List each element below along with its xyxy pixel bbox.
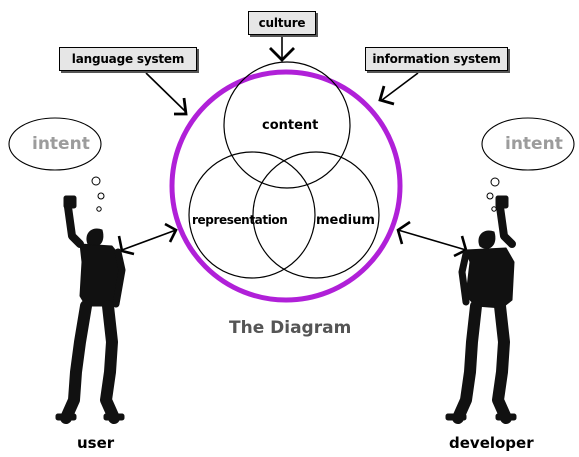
information-system-box: information system (365, 47, 508, 71)
content-label: content (262, 118, 319, 133)
diagram-title: The Diagram (229, 318, 352, 338)
user-ring-arrow (117, 222, 178, 256)
medium-circle (252, 151, 380, 279)
user-figure-icon (55, 195, 126, 424)
culture-box: culture (248, 11, 316, 35)
thought-dot (96, 206, 102, 212)
developer-label: developer (449, 434, 534, 452)
medium-label: medium (316, 213, 375, 228)
language-system-arrow (145, 72, 188, 116)
content-circle (223, 61, 351, 189)
user-label: user (77, 434, 115, 452)
intent-bubble-right (481, 117, 575, 171)
representation-label: representation (192, 213, 288, 227)
thought-dot (97, 192, 105, 200)
information-system-arrow (378, 72, 419, 106)
culture-arrow (269, 36, 295, 62)
intent-left-label: intent (32, 134, 90, 154)
thought-dot (490, 177, 500, 187)
developer-ring-arrow (396, 220, 468, 258)
representation-circle (188, 151, 316, 279)
intent-right-label: intent (505, 134, 563, 154)
developer-figure-icon (445, 195, 517, 424)
language-system-box: language system (59, 47, 197, 71)
thought-dot (486, 192, 494, 200)
system-ring (169, 69, 403, 303)
intent-bubble-left (8, 117, 102, 171)
thought-dot (91, 176, 101, 186)
thought-dot (491, 206, 497, 212)
